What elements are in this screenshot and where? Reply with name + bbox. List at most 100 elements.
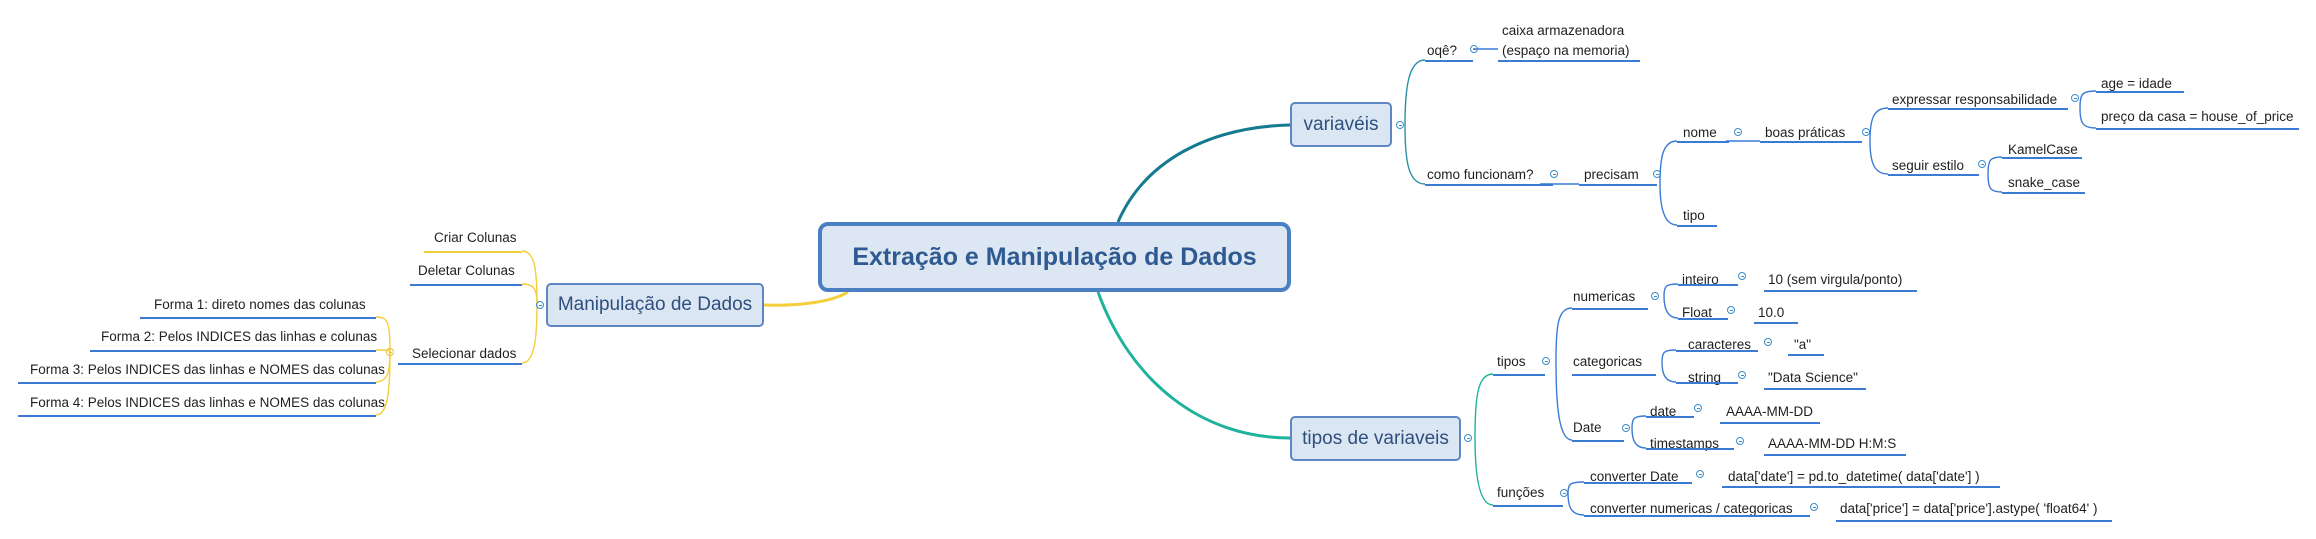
node-preco[interactable]: preço da casa = house_of_price [2101, 109, 2294, 124]
node-snake-case[interactable]: snake_case [2008, 175, 2081, 190]
node-inteiro[interactable]: inteiro [1682, 272, 1719, 287]
node-underline [1579, 184, 1657, 186]
collapse-toggle-icon[interactable] [1694, 404, 1702, 412]
node-underline [18, 382, 376, 384]
node-underline [1493, 374, 1545, 376]
node-selecionar-dados[interactable]: Selecionar dados [412, 346, 517, 361]
node-como-funcionam[interactable]: como funcionam? [1427, 167, 1534, 182]
node-kamelcase[interactable]: KamelCase [2008, 142, 2078, 157]
collapse-toggle-icon[interactable] [1653, 170, 1661, 178]
node-underline [1788, 354, 1824, 356]
node-underline [410, 284, 522, 286]
node-timestamps[interactable]: timestamps [1650, 436, 1720, 451]
node-date-value[interactable]: AAAA-MM-DD [1726, 404, 1813, 419]
node-caixa-line2[interactable]: (espaço na memoria) [1502, 43, 1630, 58]
node-underline [1498, 60, 1640, 62]
node-underline [1764, 454, 1906, 456]
collapse-toggle-icon[interactable] [1738, 371, 1746, 379]
node-tipo[interactable]: tipo [1683, 208, 1705, 223]
node-forma-1[interactable]: Forma 1: direto nomes das colunas [154, 297, 366, 312]
node-nome[interactable]: nome [1683, 125, 1717, 140]
node-forma-3[interactable]: Forma 3: Pelos INDICES das linhas e NOME… [30, 362, 385, 377]
collapse-toggle-icon[interactable] [1622, 424, 1630, 432]
node-underline [18, 415, 376, 417]
node-funcoes[interactable]: funções [1497, 485, 1545, 500]
node-underline [1722, 486, 2000, 488]
collapse-toggle-icon[interactable] [1734, 128, 1742, 136]
node-underline [1888, 174, 1979, 176]
node-boas-praticas[interactable]: boas práticas [1765, 125, 1846, 140]
topic-manipulacao-de-dados[interactable]: Manipulação de Dados [546, 283, 764, 327]
node-underline [1677, 141, 1729, 143]
node-underline [2002, 192, 2085, 194]
node-forma-2[interactable]: Forma 2: Pelos INDICES das linhas e colu… [101, 329, 378, 344]
collapse-toggle-icon[interactable] [1696, 470, 1704, 478]
topic-tipos-de-variaveis[interactable]: tipos de variaveis [1290, 416, 1461, 461]
node-underline [1836, 520, 2112, 522]
node-date-group[interactable]: Date [1573, 420, 1602, 435]
node-string[interactable]: string [1688, 370, 1722, 385]
collapse-toggle-icon[interactable] [1550, 170, 1558, 178]
node-underline [1720, 422, 1820, 424]
node-underline [1676, 382, 1738, 384]
node-underline [1760, 141, 1862, 143]
node-underline [1584, 515, 1810, 517]
node-caracteres-value[interactable]: "a" [1794, 337, 1812, 352]
collapse-toggle-icon[interactable] [1736, 437, 1744, 445]
node-date[interactable]: date [1650, 404, 1677, 419]
node-underline [1584, 482, 1692, 484]
node-caixa-line1[interactable]: caixa armazenadora [1502, 23, 1625, 38]
node-age[interactable]: age = idade [2101, 76, 2172, 91]
node-underline [90, 350, 376, 352]
node-underline [1677, 225, 1717, 227]
collapse-toggle-icon[interactable] [2071, 94, 2079, 102]
collapse-toggle-icon[interactable] [1764, 338, 1772, 346]
collapse-toggle-icon[interactable] [1470, 45, 1478, 53]
collapse-toggle-icon[interactable] [1560, 489, 1568, 497]
collapse-toggle-icon[interactable] [1862, 128, 1870, 136]
topic-variaveis[interactable]: variavéis [1290, 102, 1392, 147]
node-timestamps-value[interactable]: AAAA-MM-DD H:M:S [1768, 436, 1897, 451]
node-converter-numericas-value[interactable]: data['price'] = data['price'].astype( 'f… [1840, 501, 2098, 516]
node-underline [1425, 184, 1553, 186]
node-string-value[interactable]: "Data Science" [1768, 370, 1858, 385]
collapse-toggle-icon[interactable] [1978, 160, 1986, 168]
collapse-toggle-icon[interactable] [536, 301, 544, 309]
node-underline [1678, 318, 1728, 320]
node-float-value[interactable]: 10.0 [1758, 305, 1785, 320]
node-categoricas[interactable]: categoricas [1573, 354, 1643, 369]
node-oque[interactable]: oqê? [1427, 43, 1458, 58]
node-underline [1572, 374, 1656, 376]
node-converter-numericas[interactable]: converter numericas / categoricas [1590, 501, 1793, 516]
node-deletar-colunas[interactable]: Deletar Colunas [418, 263, 515, 278]
node-caracteres[interactable]: caracteres [1688, 337, 1752, 352]
node-precisam[interactable]: precisam [1584, 167, 1639, 182]
node-underline [398, 363, 522, 365]
node-numericas[interactable]: numericas [1573, 289, 1636, 304]
central-topic[interactable]: Extração e Manipulação de Dados [818, 222, 1291, 292]
node-seguir-estilo[interactable]: seguir estilo [1892, 158, 1965, 173]
node-converter-date[interactable]: converter Date [1590, 469, 1679, 484]
collapse-toggle-icon[interactable] [1651, 292, 1659, 300]
collapse-toggle-icon[interactable] [1464, 434, 1472, 442]
node-float[interactable]: Float [1682, 305, 1713, 320]
node-underline [1676, 350, 1758, 352]
node-underline [1646, 416, 1694, 418]
node-expressar[interactable]: expressar responsabilidade [1892, 92, 2058, 107]
node-underline [1425, 60, 1473, 62]
collapse-toggle-icon[interactable] [1542, 357, 1550, 365]
collapse-toggle-icon[interactable] [1727, 306, 1735, 314]
node-underline [140, 317, 376, 319]
collapse-toggle-icon[interactable] [1738, 272, 1746, 280]
node-tipos[interactable]: tipos [1497, 354, 1526, 369]
collapse-toggle-icon[interactable] [386, 348, 394, 356]
node-criar-colunas[interactable]: Criar Colunas [434, 230, 517, 245]
node-forma-4[interactable]: Forma 4: Pelos INDICES das linhas e NOME… [30, 395, 385, 410]
node-inteiro-value[interactable]: 10 (sem virgula/ponto) [1768, 272, 1903, 287]
node-underline [1678, 284, 1738, 286]
node-converter-date-value[interactable]: data['date'] = pd.to_datetime( data['dat… [1728, 469, 1980, 484]
collapse-toggle-icon[interactable] [1396, 121, 1404, 129]
collapse-toggle-icon[interactable] [1810, 503, 1818, 511]
node-underline [1493, 505, 1563, 507]
